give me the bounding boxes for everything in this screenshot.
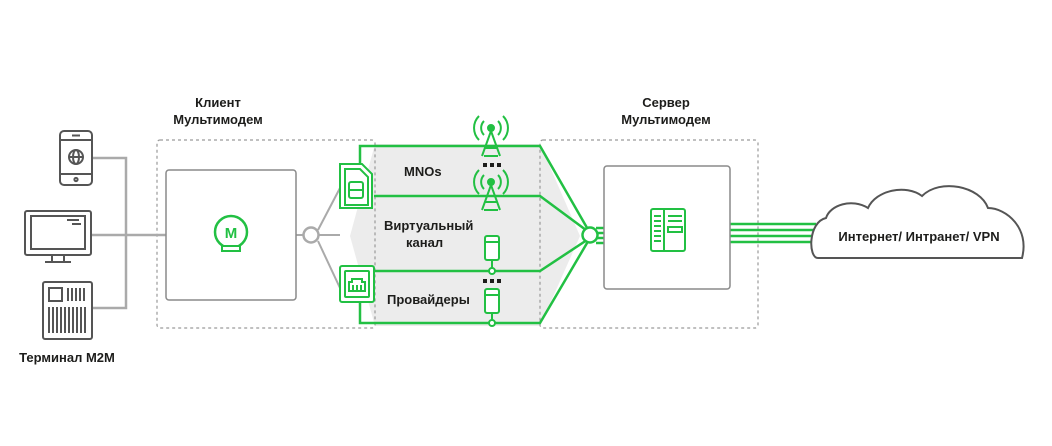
cloud-icon (810, 185, 1025, 259)
internet-label: Интернет/ Интранет/ VPN (838, 229, 999, 244)
smartphone-icon (59, 130, 93, 186)
client-title-line2: Мультимодем (173, 112, 263, 127)
server-title-line2: Мультимодем (621, 112, 711, 127)
terminal-icon (42, 281, 93, 340)
client-title-line1: Клиент (195, 95, 241, 110)
monitor-icon (24, 210, 92, 263)
multimodem-logo-icon: M (213, 214, 249, 252)
mnos-label: MNOs (404, 164, 442, 179)
sim-card-icon (339, 163, 373, 209)
client-fan-lines (296, 187, 341, 289)
virtual-channel-label-line1: Виртуальный (384, 218, 473, 233)
ellipsis-dots (483, 163, 501, 167)
server-icon (484, 235, 500, 275)
providers-label: Провайдеры (387, 292, 470, 307)
server-multimodem-frame (539, 139, 759, 329)
logo-letter: M (225, 225, 238, 242)
server-title-line1: Сервер (642, 95, 690, 110)
server-rack-icon (650, 208, 686, 252)
terminal-label: Терминал M2M (19, 350, 115, 365)
ethernet-port-icon (339, 265, 375, 303)
cell-tower-icon (473, 115, 509, 157)
ellipsis-dots (483, 279, 501, 283)
server-icon (484, 288, 500, 327)
server-junction-node (581, 226, 599, 244)
client-junction-node (302, 226, 320, 244)
virtual-channel-area (350, 144, 580, 326)
terminal-connections (92, 156, 166, 310)
cell-tower-icon (473, 169, 509, 211)
virtual-channel-label-line2: канал (406, 235, 443, 250)
